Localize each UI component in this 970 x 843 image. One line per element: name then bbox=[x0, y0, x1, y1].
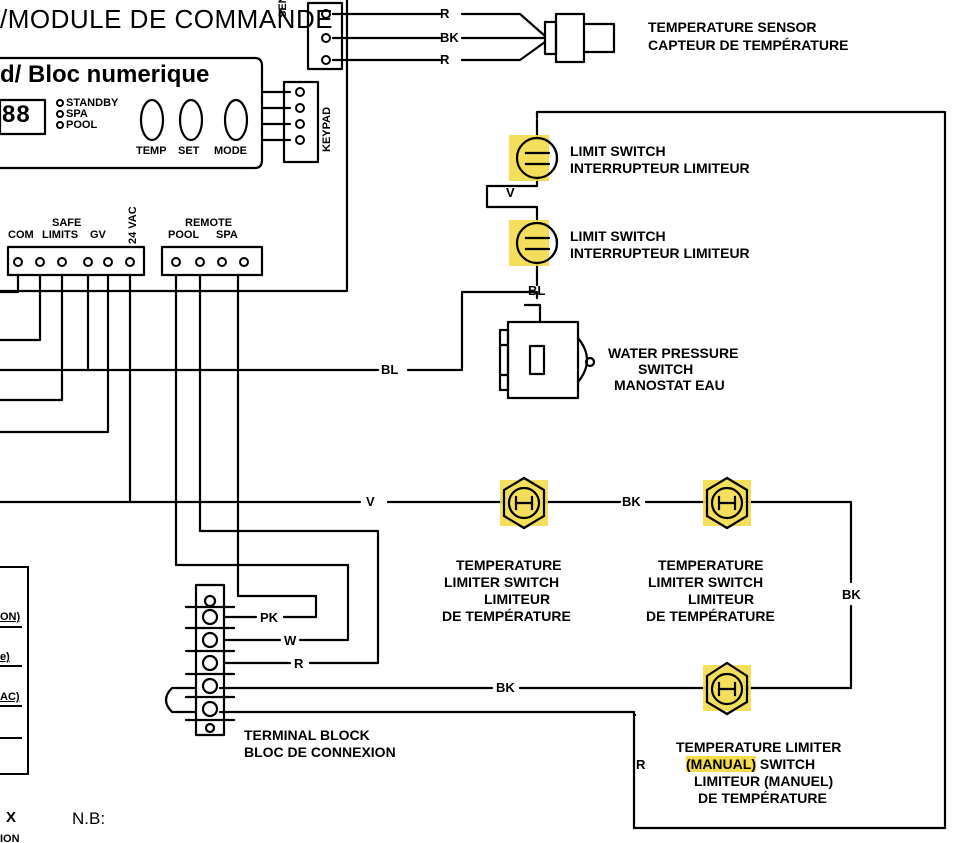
legend-fragment: ON) bbox=[0, 611, 21, 623]
wire-label-bk: BK bbox=[496, 680, 515, 695]
module-box-outline bbox=[0, 0, 349, 293]
temp-button-label: TEMP bbox=[136, 145, 167, 157]
temp-limiter-2-label-line4: DE TEMPÉRATURE bbox=[646, 608, 775, 624]
manual-highlight: (MANUAL) bbox=[686, 756, 756, 772]
temp-limiter-2-label-line3: LIMITEUR bbox=[688, 591, 755, 607]
remote-label: REMOTE bbox=[185, 217, 233, 229]
led-pool: POOL bbox=[66, 119, 98, 131]
temp-limiter-2-label-line2: LIMITER SWITCH bbox=[648, 574, 764, 590]
legend-fragment: AC) bbox=[0, 691, 20, 703]
manual-limiter-label-line2: (MANUAL) SWITCH bbox=[686, 756, 816, 772]
keypad-box-outline bbox=[0, 56, 264, 170]
limit-switch-2-label: LIMIT SWITCH bbox=[570, 228, 666, 244]
wire-label-bk: BK bbox=[842, 587, 861, 602]
temp-limiter-1-label-line2: LIMITER SWITCH bbox=[444, 574, 560, 590]
display-digits: 88 bbox=[2, 101, 31, 128]
temp-button-shape bbox=[139, 98, 165, 142]
remote-connector bbox=[160, 245, 264, 277]
gv-label: GV bbox=[90, 229, 106, 241]
safe-limits-connector bbox=[6, 245, 146, 277]
limit-switch-2-label-fr: INTERRUPTEUR LIMITEUR bbox=[570, 245, 750, 261]
module-title: /MODULE DE COMMANDE bbox=[0, 4, 334, 34]
wire-label-v: V bbox=[366, 494, 375, 509]
set-button-shape bbox=[178, 98, 204, 142]
wire-label-r: R bbox=[440, 6, 450, 21]
wire-label-r: R bbox=[440, 52, 450, 67]
safe-label: SAFE bbox=[52, 217, 82, 229]
wire-label-r: R bbox=[636, 757, 646, 772]
water-pressure-switch-label: SWITCH bbox=[638, 361, 694, 377]
spa-label: SPA bbox=[216, 229, 238, 241]
wire-label-v: V bbox=[506, 185, 515, 200]
mode-button-shape bbox=[223, 98, 249, 142]
keypad-connector-label: KEYPAD bbox=[321, 106, 333, 152]
temp-sensor-label-fr: CAPTEUR DE TEMPÉRATURE bbox=[648, 37, 849, 53]
temp-limiter-2-label-line1: TEMPERATURE bbox=[658, 557, 764, 573]
temp-limiter-1-label-line3: LIMITEUR bbox=[484, 591, 551, 607]
terminal-block-label: TERMINAL BLOCK bbox=[244, 727, 370, 743]
limit-switch-1-label-fr: INTERRUPTEUR LIMITEUR bbox=[570, 160, 750, 176]
water-pressure-label: WATER PRESSURE bbox=[608, 345, 739, 361]
led-spa: SPA bbox=[66, 108, 88, 120]
vac-label: 24 VAC bbox=[127, 206, 139, 244]
keypad-connector bbox=[282, 80, 320, 164]
keypad-title: d/ Bloc numerique bbox=[0, 61, 210, 88]
com-label: COM bbox=[8, 229, 34, 241]
sensor-connector-label: SENSOR bbox=[277, 0, 289, 18]
wire-label-pk: PK bbox=[260, 610, 279, 625]
wire-label-r: R bbox=[294, 656, 304, 671]
set-button-label: SET bbox=[178, 145, 200, 157]
terminal-block-body bbox=[194, 583, 226, 737]
temp-limiter-1-label-line1: TEMPERATURE bbox=[456, 557, 562, 573]
x-mark: X bbox=[6, 809, 17, 826]
nb-label: N.B: bbox=[72, 809, 106, 828]
wire-label-bk: BK bbox=[440, 30, 459, 45]
pool-label: POOL bbox=[168, 229, 200, 241]
manual-limiter-label-line1: TEMPERATURE LIMITER bbox=[676, 739, 842, 755]
mode-button-label: MODE bbox=[214, 145, 247, 157]
temp-sensor-label: TEMPERATURE SENSOR bbox=[648, 19, 817, 35]
led-standby: STANDBY bbox=[66, 97, 119, 109]
manual-limiter-label-line4: DE TEMPÉRATURE bbox=[698, 790, 827, 806]
bottom-fragment: ION bbox=[0, 833, 20, 843]
sensor-connector bbox=[306, 1, 344, 71]
wire-label-bk: BK bbox=[622, 494, 641, 509]
wire-label-bl: BL bbox=[381, 362, 399, 377]
limits-label: LIMITS bbox=[42, 229, 79, 241]
temp-limiter-1-label-line4: DE TEMPÉRATURE bbox=[442, 608, 571, 624]
manual-limiter-label-line3: LIMITEUR (MANUEL) bbox=[694, 773, 834, 789]
wire-label-bl: BL bbox=[528, 283, 546, 298]
wire-label-w: W bbox=[284, 633, 297, 648]
legend-fragment: e) bbox=[0, 651, 10, 663]
limit-switch-1-label: LIMIT SWITCH bbox=[570, 143, 666, 159]
water-pressure-label-fr: MANOSTAT EAU bbox=[614, 377, 725, 393]
terminal-block-label-fr: BLOC DE CONNEXION bbox=[244, 744, 396, 760]
